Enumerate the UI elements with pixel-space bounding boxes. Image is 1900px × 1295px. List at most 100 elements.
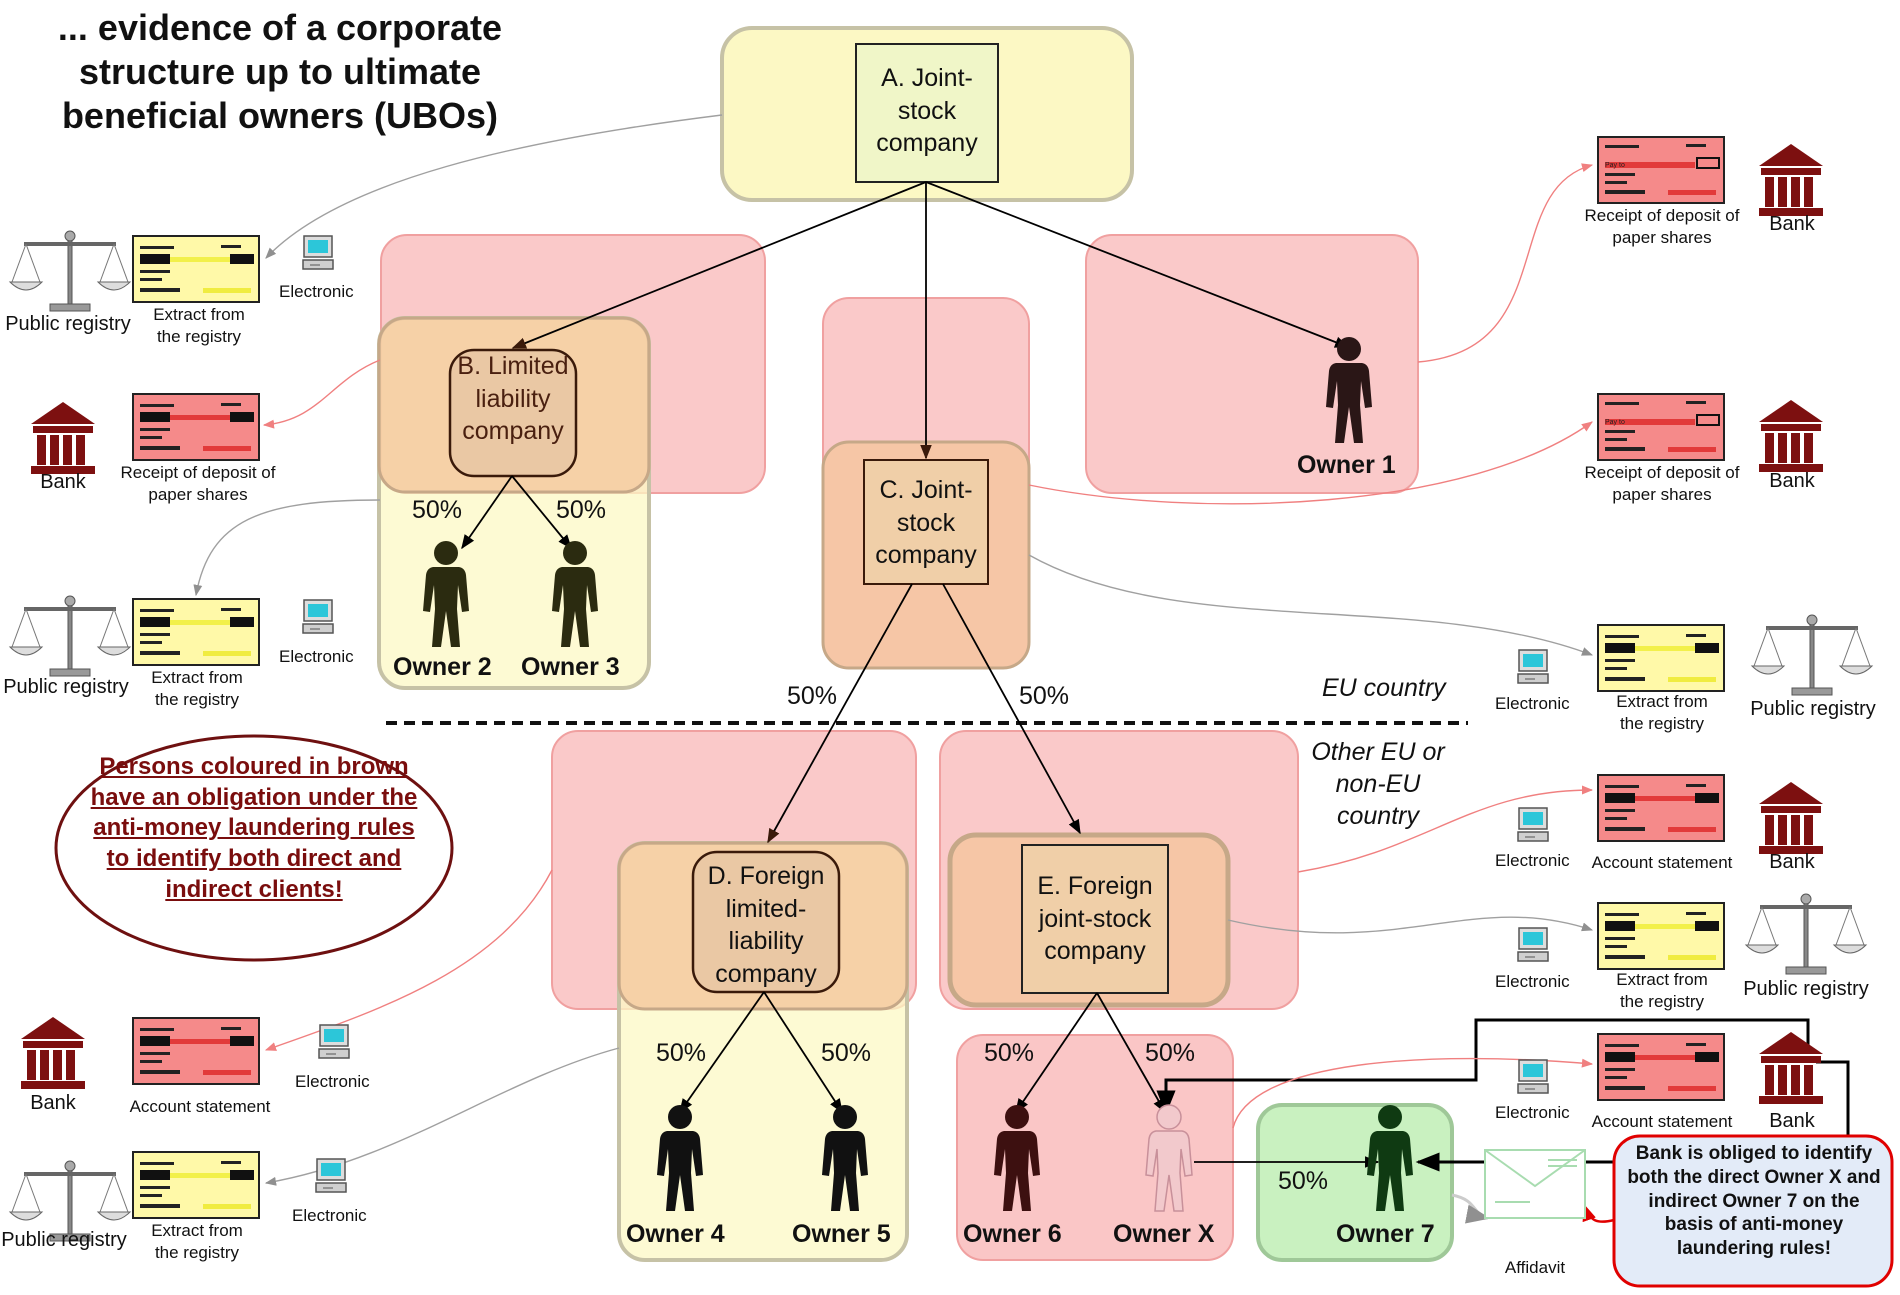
owner1-label: Owner 1 [1297,451,1396,479]
percent-label: 50% [1145,1039,1196,1067]
computer-icon [1517,649,1549,684]
public-registry-label: Public registry [3,676,129,698]
owner4-label: Owner 4 [626,1220,725,1248]
owner3-label: Owner 3 [521,653,620,681]
registry-extract-document [132,598,260,666]
entity-c-box [863,459,989,585]
arrow-e-ownerx [1096,992,1166,1114]
bank-label: Bank [1769,213,1815,235]
arrow-b-owner3 [511,475,572,550]
page-title: ... evidence of a corporate structure up… [57,7,503,136]
registry-extract-document [1597,902,1725,970]
arrow-e-owner6 [1015,992,1098,1114]
account-statement-document [1597,774,1725,842]
eu-country-label: EU country [1322,674,1446,702]
bank-building-icon [21,1017,85,1089]
arrow-a-owner1 [925,181,1350,348]
receipt-paper-shares-document [1597,393,1725,461]
zones [377,26,1454,1262]
entity-b-label: B. Limited liability company [457,352,569,445]
electronic-label: Electronic [1495,851,1570,870]
extract-registry-label: Extract from the registry [1616,970,1708,1011]
link-note-affidavit [1582,1203,1615,1223]
scales-icon [8,594,132,678]
pay-to-label: Pay to [1605,162,1625,169]
bank-label: Bank [30,1092,76,1114]
non-eu-country-label: Other EU or non-EU country [1311,738,1445,830]
public-registry-label: Public registry [1750,698,1876,720]
scales-icon [1744,892,1868,976]
bank-label: Bank [1769,470,1815,492]
percent-label: 50% [984,1039,1035,1067]
account-statement-document [1597,1033,1725,1101]
computer-icon [318,1024,350,1059]
account-statement-label: Account statement [1591,1112,1733,1131]
percent-label: 50% [556,496,607,524]
computer-icon [1517,807,1549,842]
entity-e-box [1021,844,1169,994]
computer-icon [302,599,334,634]
warning-ellipse [54,734,454,962]
bank-note-box [1612,1134,1894,1288]
receipt-document [132,393,260,461]
entity-e-label: E. Foreign joint-stock company [1037,872,1153,965]
extract-registry-label: Extract from the registry [153,305,245,346]
bank-link-ownerx [1156,1018,1810,1115]
electronic-label: Electronic [1495,694,1570,713]
electronic-label: Electronic [279,282,354,301]
entity-a-box [855,43,999,183]
electronic-label: Electronic [1495,972,1570,991]
arrow-d-owner4 [679,991,765,1114]
electronic-label: Electronic [1495,1103,1570,1122]
link-c-bank [1028,421,1593,505]
receipt-label: Receipt of deposit of paper shares [120,463,276,504]
electronic-label: Electronic [279,647,354,666]
registry-extract-document [1597,624,1725,692]
computer-icon [302,235,334,270]
link-owner7-affidavit [1451,1193,1491,1224]
percent-label: 50% [656,1039,707,1067]
affidavit-label: Affidavit [1504,1258,1566,1277]
percent-label: 50% [412,496,463,524]
computer-icon [1517,1059,1549,1094]
bank-label: Bank [40,471,86,493]
owner6-label: Owner 6 [963,1220,1062,1248]
electronic-label: Electronic [295,1072,370,1091]
public-registry-label: Public registry [1743,978,1869,1000]
scales-icon [1750,613,1874,697]
arrow-a-b [511,181,927,349]
documents [132,136,1725,1219]
entity-c-label: C. Joint-stock company [875,476,977,569]
affidavit-document [1484,1149,1586,1219]
entity-a-label: A. Joint-stock company [876,64,978,157]
account-statement-label: Account statement [1591,853,1733,872]
arrow-c-d [767,583,913,844]
bank-building-icon [31,402,95,474]
receipt-paper-shares-document [1597,136,1725,204]
extract-registry-label: Extract from the registry [151,668,243,709]
bank-building-icon [1759,400,1823,472]
bank-label: Bank [1769,851,1815,873]
registry-extract-document [132,235,260,303]
extract-registry-label: Extract from the registry [1616,692,1708,733]
percent-label: 50% [1278,1167,1329,1195]
aml-warning-text: Persons coloured in brown have an obliga… [90,753,418,903]
receipt-label: Receipt of deposit of paper shares [1584,206,1740,247]
link-e-registry [1227,916,1594,934]
account-statement-document [132,1017,260,1085]
entity-d-box [691,850,841,994]
link-b-registry [193,499,381,597]
arrow-c-e [942,583,1081,835]
bank-obligation-note: Bank is obliged to identify both the dir… [1627,1143,1881,1259]
public-registry-label: Public registry [1,1229,127,1251]
bank-building-icon [1759,144,1823,216]
percent-label: 50% [1019,682,1070,710]
entity-d-label: D. Foreign limited-liability company [707,862,825,988]
link-a-registry [265,114,723,259]
bank-label: Bank [1769,1110,1815,1132]
owner2-label: Owner 2 [393,653,492,681]
ownership-arrows [461,181,1850,1172]
extract-registry-label: Extract from the registry [151,1221,243,1262]
